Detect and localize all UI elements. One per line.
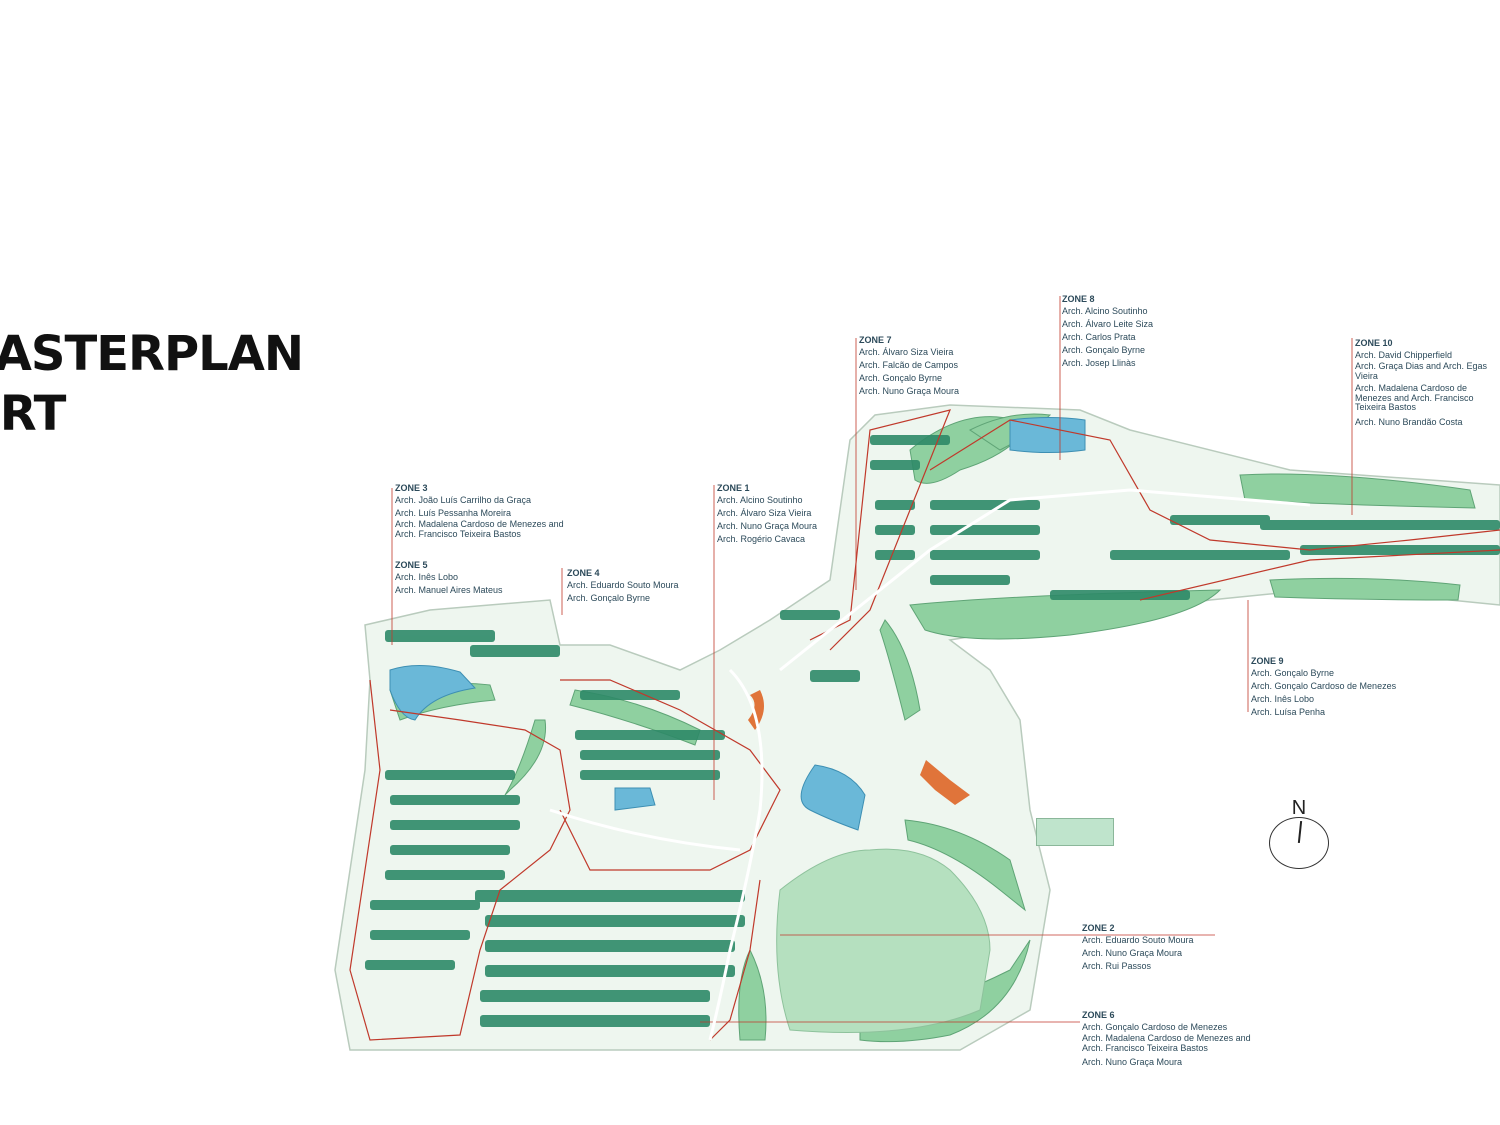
zone-title: ZONE 7 xyxy=(859,335,892,345)
architect: Arch. Nuno Graça Moura xyxy=(1082,948,1183,958)
site-features xyxy=(748,690,970,805)
architect: Arch. Gonçalo Byrne xyxy=(567,593,651,603)
architect: Arch. Josep Llinàs xyxy=(1062,358,1136,368)
zone-2-label: ZONE 2 Arch. Eduardo Souto Moura Arch. N… xyxy=(1082,923,1232,973)
zone-title: ZONE 2 xyxy=(1082,923,1115,933)
page-subtitle: ORT xyxy=(0,386,66,442)
architect: Arch. Gonçalo Cardoso de Menezes xyxy=(1082,1022,1228,1032)
architect: Arch. Gonçalo Byrne xyxy=(1062,345,1146,355)
architect: Arch. Álvaro Siza Vieira xyxy=(859,347,954,357)
architect: Arch. Manuel Aires Mateus xyxy=(395,585,503,595)
zone-title: ZONE 6 xyxy=(1082,1010,1115,1020)
architect: Arch. David Chipperfield xyxy=(1355,350,1453,360)
zone-title: ZONE 3 xyxy=(395,483,428,493)
zone-title: ZONE 9 xyxy=(1251,656,1284,666)
architect: Arch. Álvaro Leite Siza xyxy=(1062,319,1154,329)
zone-9-label: ZONE 9 Arch. Gonçalo Byrne Arch. Gonçalo… xyxy=(1251,656,1441,719)
architect: Arch. Madalena Cardoso de Menezes and Ar… xyxy=(1082,1033,1251,1053)
page-title: MASTERPLAN xyxy=(0,326,304,382)
architect: Arch. João Luís Carrilho da Graça xyxy=(395,495,532,505)
central-green xyxy=(776,848,991,1033)
architect: Arch. Inês Lobo xyxy=(1251,694,1315,704)
zone-3-label: ZONE 3 Arch. João Luís Carrilho da Graça… xyxy=(395,483,585,542)
masterplan-map xyxy=(334,296,1500,1051)
zone-6-label: ZONE 6 Arch. Gonçalo Cardoso de Menezes … xyxy=(1082,1010,1272,1069)
architect: Arch. Eduardo Souto Moura xyxy=(567,580,679,590)
zone-title: ZONE 10 xyxy=(1355,338,1393,348)
architect: Arch. Falcão de Campos xyxy=(859,360,959,370)
architect: Arch. Luísa Penha xyxy=(1251,707,1326,717)
architect: Arch. Gonçalo Byrne xyxy=(1251,668,1335,678)
architect: Arch. Nuno Brandão Costa xyxy=(1355,416,1463,427)
architect: Arch. Gonçalo Cardoso de Menezes xyxy=(1251,681,1397,691)
north-arrow: N xyxy=(1268,797,1330,871)
roads xyxy=(549,488,1311,1041)
architect: Arch. Nuno Graça Moura xyxy=(859,386,960,396)
architect: Arch. Nuno Graça Moura xyxy=(1082,1057,1183,1067)
map-inset-box xyxy=(1036,818,1114,846)
lakes xyxy=(389,417,1086,831)
zone-7-label: ZONE 7 Arch. Álvaro Siza Vieira Arch. Fa… xyxy=(859,335,999,398)
zone-5-label: ZONE 5 Arch. Inês Lobo Arch. Manuel Aire… xyxy=(395,560,555,597)
architect: Arch. Luís Pessanha Moreira xyxy=(395,508,512,518)
architect: Arch. Rui Passos xyxy=(1082,961,1152,971)
architect: Arch. Álvaro Siza Vieira xyxy=(717,508,812,518)
zone-title: ZONE 4 xyxy=(567,568,600,578)
zone-4-label: ZONE 4 Arch. Eduardo Souto Moura Arch. G… xyxy=(567,568,717,605)
architect: Arch. Graça Dias and Arch. Egas Vieira xyxy=(1355,361,1488,381)
architect: Arch. Eduardo Souto Moura xyxy=(1082,935,1194,945)
architect: Arch. Alcino Soutinho xyxy=(717,495,803,505)
architect: Arch. Gonçalo Byrne xyxy=(859,373,943,383)
zone-10-label: ZONE 10 Arch. David Chipperfield Arch. G… xyxy=(1355,338,1495,429)
zone-title: ZONE 5 xyxy=(395,560,428,570)
leader-lines xyxy=(391,296,1353,1023)
architect: Arch. Madalena Cardoso de Menezes and Ar… xyxy=(395,519,564,539)
zone-title: ZONE 1 xyxy=(717,483,750,493)
zone-title: ZONE 8 xyxy=(1062,294,1095,304)
north-label: N xyxy=(1291,797,1307,819)
compass-circle xyxy=(1269,817,1329,869)
architect: Arch. Madalena Cardoso de Menezes and Ar… xyxy=(1355,383,1474,412)
architect: Arch. Nuno Graça Moura xyxy=(717,521,818,531)
zone-8-label: ZONE 8 Arch. Alcino Soutinho Arch. Álvar… xyxy=(1062,294,1202,370)
architect: Arch. Rogério Cavaca xyxy=(717,534,806,544)
zone-1-label: ZONE 1 Arch. Alcino Soutinho Arch. Álvar… xyxy=(717,483,857,546)
architect: Arch. Inês Lobo xyxy=(395,572,459,582)
building-clusters xyxy=(365,435,1500,1027)
architect: Arch. Alcino Soutinho xyxy=(1062,306,1148,316)
title-block: MASTERPLAN ORT xyxy=(0,326,304,442)
architect: Arch. Carlos Prata xyxy=(1062,332,1136,342)
